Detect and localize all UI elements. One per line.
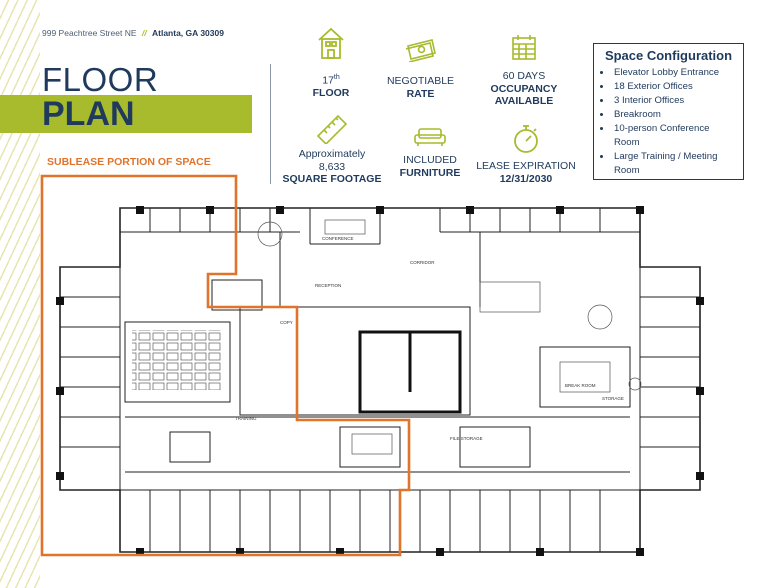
feature-expiration: LEASE EXPIRATION 12/31/2030 <box>470 124 582 185</box>
feature-rate: NEGOTIABLE RATE <box>378 38 463 100</box>
header-divider <box>270 64 271 184</box>
plan-label-corridor: CORRIDOR <box>410 260 435 265</box>
space-configuration-box: Space Configuration Elevator Lobby Entra… <box>593 43 744 180</box>
config-item: 3 Interior Offices <box>612 94 737 108</box>
occupancy-line3: AVAILABLE <box>494 95 554 107</box>
footage-line3: SQUARE FOOTAGE <box>282 173 382 185</box>
expiration-line1: LEASE EXPIRATION <box>476 160 576 172</box>
feature-footage: Approximately 8,633 SQUARE FOOTAGE <box>276 114 388 186</box>
street-address: 999 Peachtree Street NE <box>42 28 137 38</box>
furniture-line1: INCLUDED <box>403 154 457 166</box>
title-plan: PLAN <box>42 95 135 133</box>
config-title: Space Configuration <box>604 48 733 63</box>
feature-occupancy: 60 DAYS OCCUPANCY AVAILABLE <box>482 34 566 108</box>
config-item: 10-person Conference Room <box>612 122 737 150</box>
calendar-icon <box>512 35 536 60</box>
expiration-line2: 12/31/2030 <box>499 172 553 185</box>
footage-line1: Approximately <box>298 148 366 160</box>
address-separator: // <box>141 28 147 38</box>
rate-line2: RATE <box>406 87 435 100</box>
floor-suffix: th <box>333 74 340 81</box>
footage-line2: 8,633 <box>318 160 346 173</box>
ruler-icon <box>316 114 348 144</box>
sofa-icon <box>414 128 446 146</box>
sublease-outline <box>40 174 411 557</box>
city-state-zip: Atlanta, GA 30309 <box>152 28 224 38</box>
title-floor: FLOOR <box>42 61 159 98</box>
furniture-line2: FURNITURE <box>399 166 461 179</box>
plan-label-reception: RECEPTION <box>315 283 341 288</box>
feature-furniture: INCLUDED FURNITURE <box>390 127 470 179</box>
plan-label-copy: COPY <box>280 320 293 325</box>
rate-line1: NEGOTIABLE <box>386 75 455 87</box>
building-icon <box>318 27 344 59</box>
decorative-stripes <box>0 0 40 588</box>
plan-label-break-room: BREAK ROOM <box>565 383 596 388</box>
floor-number: 17 <box>322 74 334 87</box>
floor-plan-drawing: CONFERENCE RECEPTION CORRIDOR COPY BREAK… <box>40 174 704 557</box>
occupancy-line2: OCCUPANCY <box>490 82 558 95</box>
floor-label: FLOOR <box>312 87 350 99</box>
money-icon <box>405 39 436 62</box>
sublease-label: SUBLEASE PORTION OF SPACE <box>47 156 211 168</box>
plan-label-training: TRAINING <box>235 416 257 421</box>
config-list: Elevator Lobby Entrance 18 Exterior Offi… <box>600 66 737 178</box>
config-item: Large Training / Meeting Room <box>612 150 737 178</box>
config-item: 18 Exterior Offices <box>612 80 737 94</box>
plan-label-file-storage: FILE STORAGE <box>450 436 483 441</box>
occupancy-line1: 60 DAYS <box>502 70 546 82</box>
plan-label-storage: STORAGE <box>602 396 624 401</box>
feature-floor: 17th FLOOR <box>300 24 362 100</box>
address-line: 999 Peachtree Street NE // Atlanta, GA 3… <box>42 28 224 38</box>
title-accent-band <box>0 95 252 133</box>
stopwatch-icon <box>514 125 538 153</box>
plan-label-conference: CONFERENCE <box>322 236 354 241</box>
config-item: Breakroom <box>612 108 737 122</box>
config-item: Elevator Lobby Entrance <box>612 66 737 80</box>
